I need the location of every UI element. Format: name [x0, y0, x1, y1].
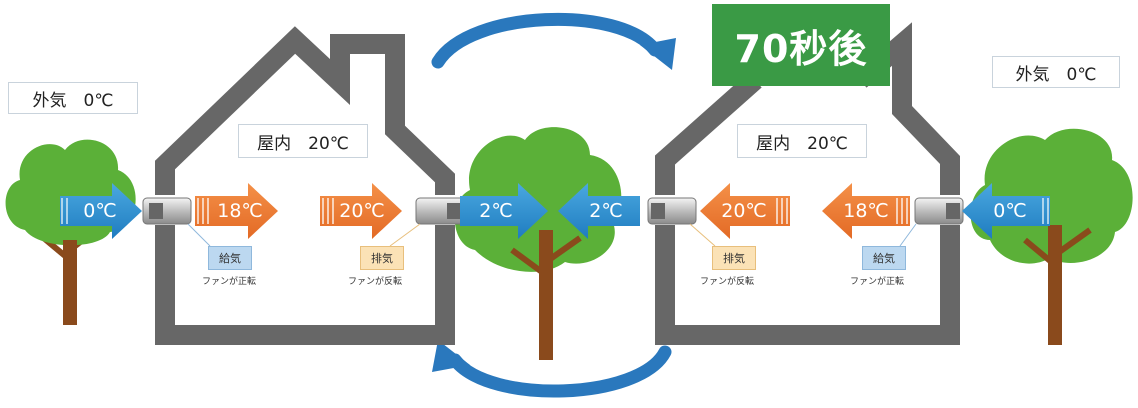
right-supply-fan-status: ファンが正転: [850, 277, 905, 287]
right-supply-tag: 給気: [862, 246, 906, 270]
arrow-left-exhaust: [320, 183, 402, 239]
fan-right-supply-unit: [914, 197, 964, 225]
indoor-temp-right-label: 屋内 20℃: [737, 124, 867, 158]
arrow-right-between-temp: 2℃: [589, 200, 623, 222]
arrow-left-outside: [60, 183, 142, 239]
arrow-right-between: [558, 183, 640, 239]
arrow-left-between-temp: 2℃: [479, 200, 513, 222]
left-exhaust-tag: 排気: [360, 246, 404, 270]
tree-center: [454, 127, 622, 360]
right-exhaust-tag: 排気: [712, 246, 756, 270]
left-exhaust-fan-status: ファンが反転: [348, 277, 403, 287]
time-elapsed-badge: 70秒後: [712, 4, 890, 86]
fan-left-exhaust-unit: [415, 197, 465, 225]
arrow-right-outside-temp: 0℃: [993, 200, 1027, 222]
arrow-right-exhaust: [700, 183, 790, 239]
arrow-left-exhaust-temp: 20℃: [339, 200, 385, 222]
arrow-left-supply-temp: 18℃: [217, 200, 263, 222]
outside-temp-left-label: 外気 0℃: [8, 82, 138, 114]
right-house-outline: [655, 22, 960, 345]
outside-temp-right-label: 外気 0℃: [992, 56, 1120, 88]
arrow-right-supply-temp: 18℃: [843, 200, 889, 222]
left-supply-tag: 給気: [208, 246, 252, 270]
arrow-right-outside: [962, 183, 1050, 239]
indoor-temp-left-label: 屋内 20℃: [238, 124, 368, 158]
left-supply-fan-status: ファンが正転: [202, 277, 257, 287]
left-house-outline: [155, 26, 455, 345]
right-exhaust-fan-status: ファンが反転: [700, 277, 755, 287]
arrow-right-exhaust-temp: 20℃: [721, 200, 767, 222]
arrow-left-between: [460, 183, 548, 239]
cycle-arrow-top: [431, 12, 676, 70]
arrow-left-supply: [195, 183, 278, 239]
arrow-left-outside-temp: 0℃: [83, 200, 117, 222]
fan-left-supply-unit: [142, 197, 192, 225]
tree-right: [970, 128, 1133, 345]
fan-right-exhaust-unit: [647, 197, 697, 225]
cycle-arrow-bottom: [432, 340, 672, 398]
arrow-right-supply: [822, 183, 910, 239]
